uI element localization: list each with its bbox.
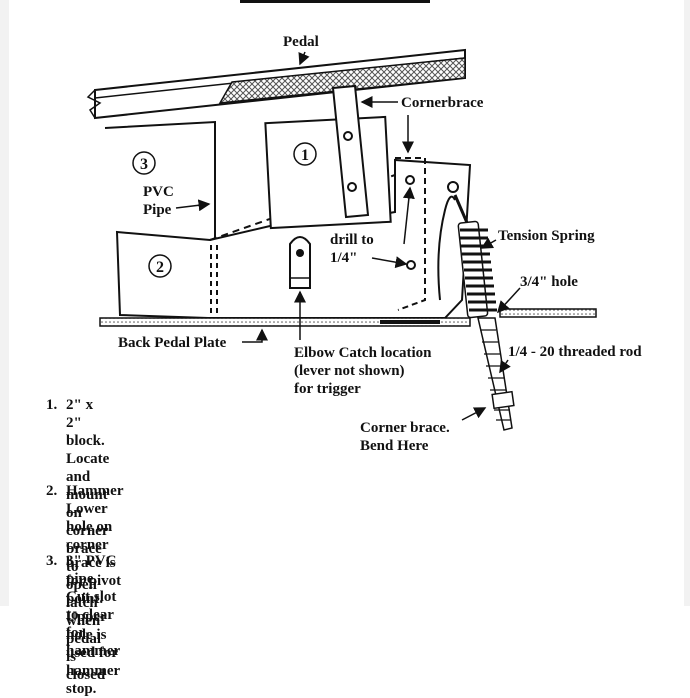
pedal-board: [86, 48, 466, 120]
note-3-text: 3" PVC pipe. Cut slot to clear for hamme…: [66, 553, 121, 659]
note-2-index: 2.: [46, 483, 58, 499]
corner-brace-strip: [331, 84, 370, 219]
note-3-index: 3.: [46, 553, 58, 569]
label-cornerbrace: Cornerbrace: [401, 95, 484, 111]
label-hole: 3/4" hole: [520, 274, 578, 290]
svg-text:1: 1: [301, 147, 309, 164]
tension-spring: [457, 220, 497, 319]
cornerbrace-dashed: [395, 157, 426, 311]
block-1: [264, 115, 392, 230]
spring-rod: [437, 181, 515, 431]
marker-1: 1: [293, 142, 317, 166]
back-pedal-plate: [99, 308, 597, 327]
label-pedal: Pedal: [283, 34, 319, 50]
svg-text:2: 2: [156, 259, 164, 276]
threaded-rod: [477, 317, 515, 431]
svg-text:3: 3: [140, 156, 148, 173]
label-elbow-catch: Elbow Catch location(lever not shown)for…: [294, 345, 432, 397]
pvc-slot: [210, 245, 218, 320]
marker-3: 3: [132, 151, 156, 175]
left-border: [0, 0, 9, 606]
right-border: [684, 0, 690, 606]
top-bar: [240, 0, 430, 3]
label-threaded-rod: 1/4 - 20 threaded rod: [508, 344, 642, 360]
label-back-pedal-plate: Back Pedal Plate: [118, 335, 227, 351]
label-corner-brace-bend: Corner brace.Bend Here: [360, 420, 450, 454]
note-1-index: 1.: [46, 397, 58, 413]
marker-2: 2: [148, 254, 172, 278]
label-tension-spring: Tension Spring: [498, 228, 595, 244]
elbow-catch: [289, 236, 311, 289]
